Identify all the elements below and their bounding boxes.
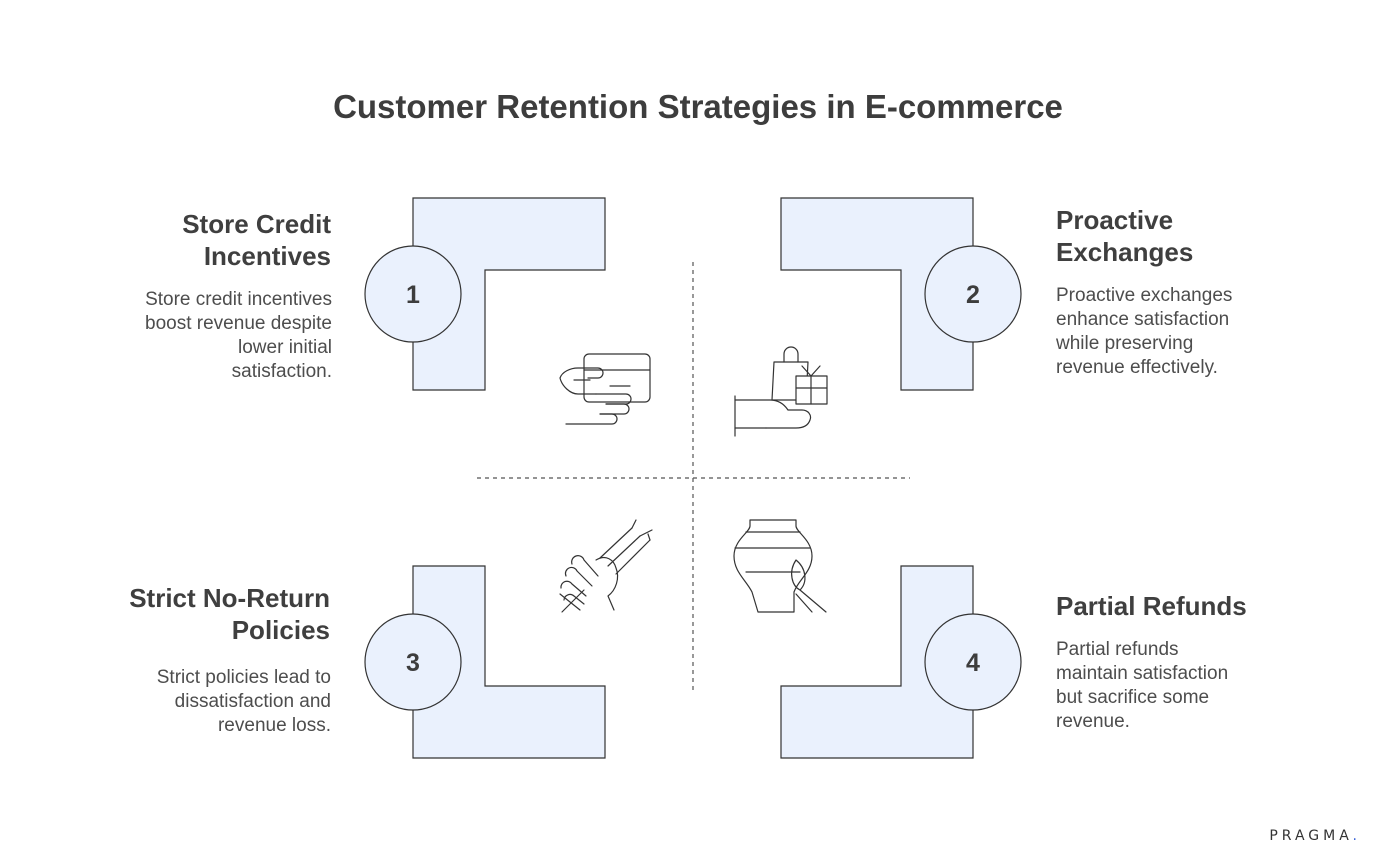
number-label-1: 1 bbox=[406, 281, 420, 309]
number-label-3: 3 bbox=[406, 649, 420, 677]
item-title-1: Store Credit Incentives bbox=[60, 208, 331, 272]
item-description-1-line-3: lower initial bbox=[238, 337, 332, 358]
item-description-4: Partial refunds maintain satisfaction bu… bbox=[1056, 638, 1356, 734]
item-title-2: Proactive Exchanges bbox=[1056, 204, 1356, 268]
item-description-4-line-3: but sacrifice some bbox=[1056, 687, 1210, 708]
number-label-2: 2 bbox=[966, 281, 980, 309]
item-description-4-line-1: Partial refunds bbox=[1056, 639, 1179, 660]
number-circle-4 bbox=[924, 613, 1022, 711]
quadrant-shape-1 bbox=[412, 197, 606, 391]
brand-logo: PRAGMA. bbox=[1269, 828, 1361, 844]
number-circle-2 bbox=[924, 245, 1022, 343]
hand-fork-icon bbox=[559, 519, 653, 613]
item-title-1-line-2: Incentives bbox=[203, 241, 331, 271]
vase-brush-icon bbox=[733, 519, 827, 613]
item-description-2-line-4: revenue effectively. bbox=[1056, 357, 1218, 378]
item-description-3-line-2: dissatisfaction and bbox=[174, 691, 331, 712]
item-title-3: Strict No-Return Policies bbox=[40, 582, 330, 646]
item-description-2-line-2: enhance satisfaction bbox=[1056, 309, 1230, 330]
item-description-1-line-2: boost revenue despite bbox=[145, 313, 332, 334]
item-description-2: Proactive exchanges enhance satisfaction… bbox=[1056, 284, 1356, 380]
quadrant-shape-2 bbox=[780, 197, 974, 391]
item-description-1-line-1: Store credit incentives bbox=[145, 289, 332, 310]
item-title-3-line-2: Policies bbox=[231, 615, 330, 645]
item-title-2-line-2: Exchanges bbox=[1056, 237, 1194, 267]
item-description-2-line-3: while preserving bbox=[1056, 333, 1194, 354]
quadrant-shape-3 bbox=[412, 565, 606, 759]
item-description-3-line-1: Strict policies lead to bbox=[156, 667, 331, 688]
item-description-4-line-2: maintain satisfaction bbox=[1056, 663, 1229, 684]
item-description-3: Strict policies lead to dissatisfaction … bbox=[60, 666, 331, 738]
item-description-1-line-4: satisfaction. bbox=[231, 361, 332, 382]
item-title-2-line-1: Proactive bbox=[1056, 205, 1174, 235]
item-description-2-line-1: Proactive exchanges bbox=[1056, 285, 1233, 306]
number-label-4: 4 bbox=[966, 649, 980, 677]
gift-bag-hand-icon bbox=[734, 346, 828, 437]
brand-dot: . bbox=[1352, 828, 1361, 844]
brand-name: PRAGMA bbox=[1269, 828, 1353, 844]
item-description-3-line-3: revenue loss. bbox=[217, 715, 331, 736]
item-title-3-line-1: Strict No-Return bbox=[129, 583, 330, 613]
credit-card-hand-icon bbox=[559, 353, 651, 425]
item-title-4: Partial Refunds bbox=[1056, 590, 1356, 622]
number-circle-1 bbox=[364, 245, 462, 343]
item-description-4-line-4: revenue. bbox=[1056, 711, 1130, 732]
quadrant-shape-4 bbox=[780, 565, 974, 759]
item-title-1-line-1: Store Credit bbox=[182, 209, 331, 239]
item-description-1: Store credit incentives boost revenue de… bbox=[60, 288, 332, 384]
item-title-4-line-1: Partial Refunds bbox=[1056, 591, 1247, 621]
number-circle-3 bbox=[364, 613, 462, 711]
page-title: Customer Retention Strategies in E-comme… bbox=[333, 88, 1063, 125]
